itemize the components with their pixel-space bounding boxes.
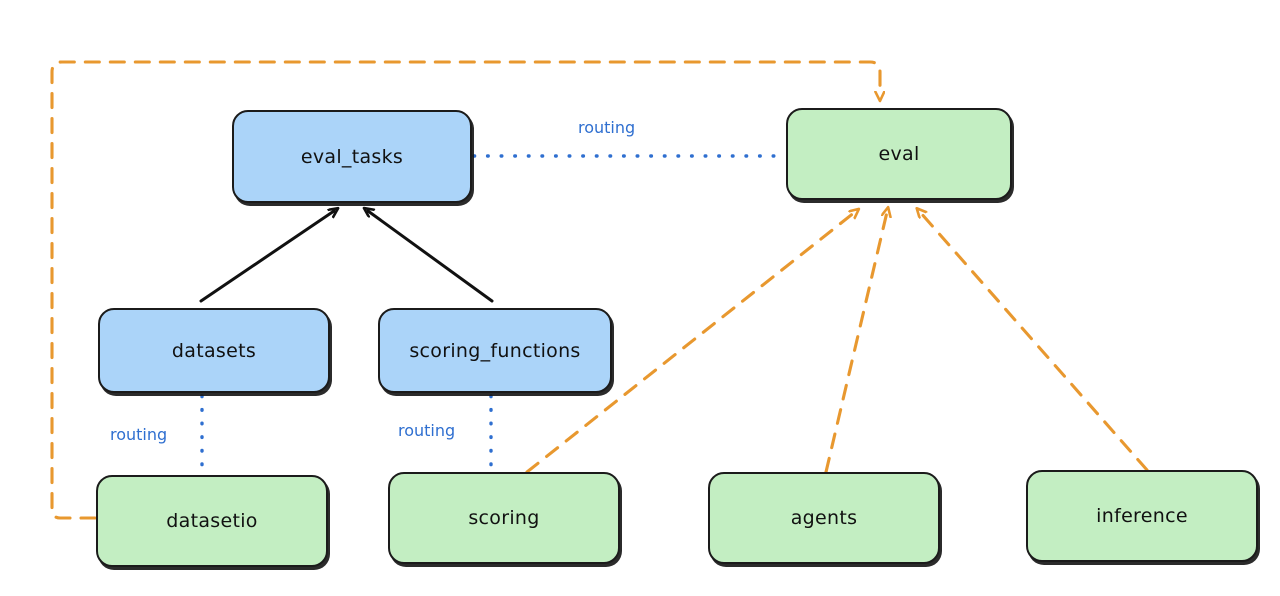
node-label-agents: agents xyxy=(790,507,858,529)
node-eval-tasks[interactable]: eval_tasks xyxy=(232,110,472,203)
node-label-eval: eval xyxy=(878,143,920,165)
node-scoring[interactable]: scoring xyxy=(388,472,620,564)
node-label-scoring-functions: scoring_functions xyxy=(409,339,581,362)
node-agents[interactable]: agents xyxy=(708,472,940,564)
node-label-datasets: datasets xyxy=(171,339,257,362)
edge-label-routing-datasets: routing xyxy=(110,425,168,444)
node-datasetio[interactable]: datasetio xyxy=(96,475,328,567)
node-label-scoring: scoring xyxy=(468,507,540,529)
node-label-inference: inference xyxy=(1096,505,1188,527)
node-eval[interactable]: eval xyxy=(786,108,1012,200)
edge-label-routing-eval-tasks: routing xyxy=(578,118,636,137)
edge-label-routing-scoring-functions: routing xyxy=(398,421,456,440)
edge-datasets-to-eval_tasks xyxy=(199,211,334,303)
node-datasets[interactable]: datasets xyxy=(98,308,330,393)
node-label-datasetio: datasetio xyxy=(166,510,258,532)
edge-agents-to-eval xyxy=(824,212,887,474)
node-inference[interactable]: inference xyxy=(1026,470,1258,562)
edge-scoring_functions-to-eval_tasks xyxy=(368,211,494,303)
node-scoring-functions[interactable]: scoring_functions xyxy=(378,308,612,393)
edge-scoring-to-eval xyxy=(525,212,855,474)
node-label-eval-tasks: eval_tasks xyxy=(300,145,404,168)
edge-inference-to-eval xyxy=(920,212,1149,472)
